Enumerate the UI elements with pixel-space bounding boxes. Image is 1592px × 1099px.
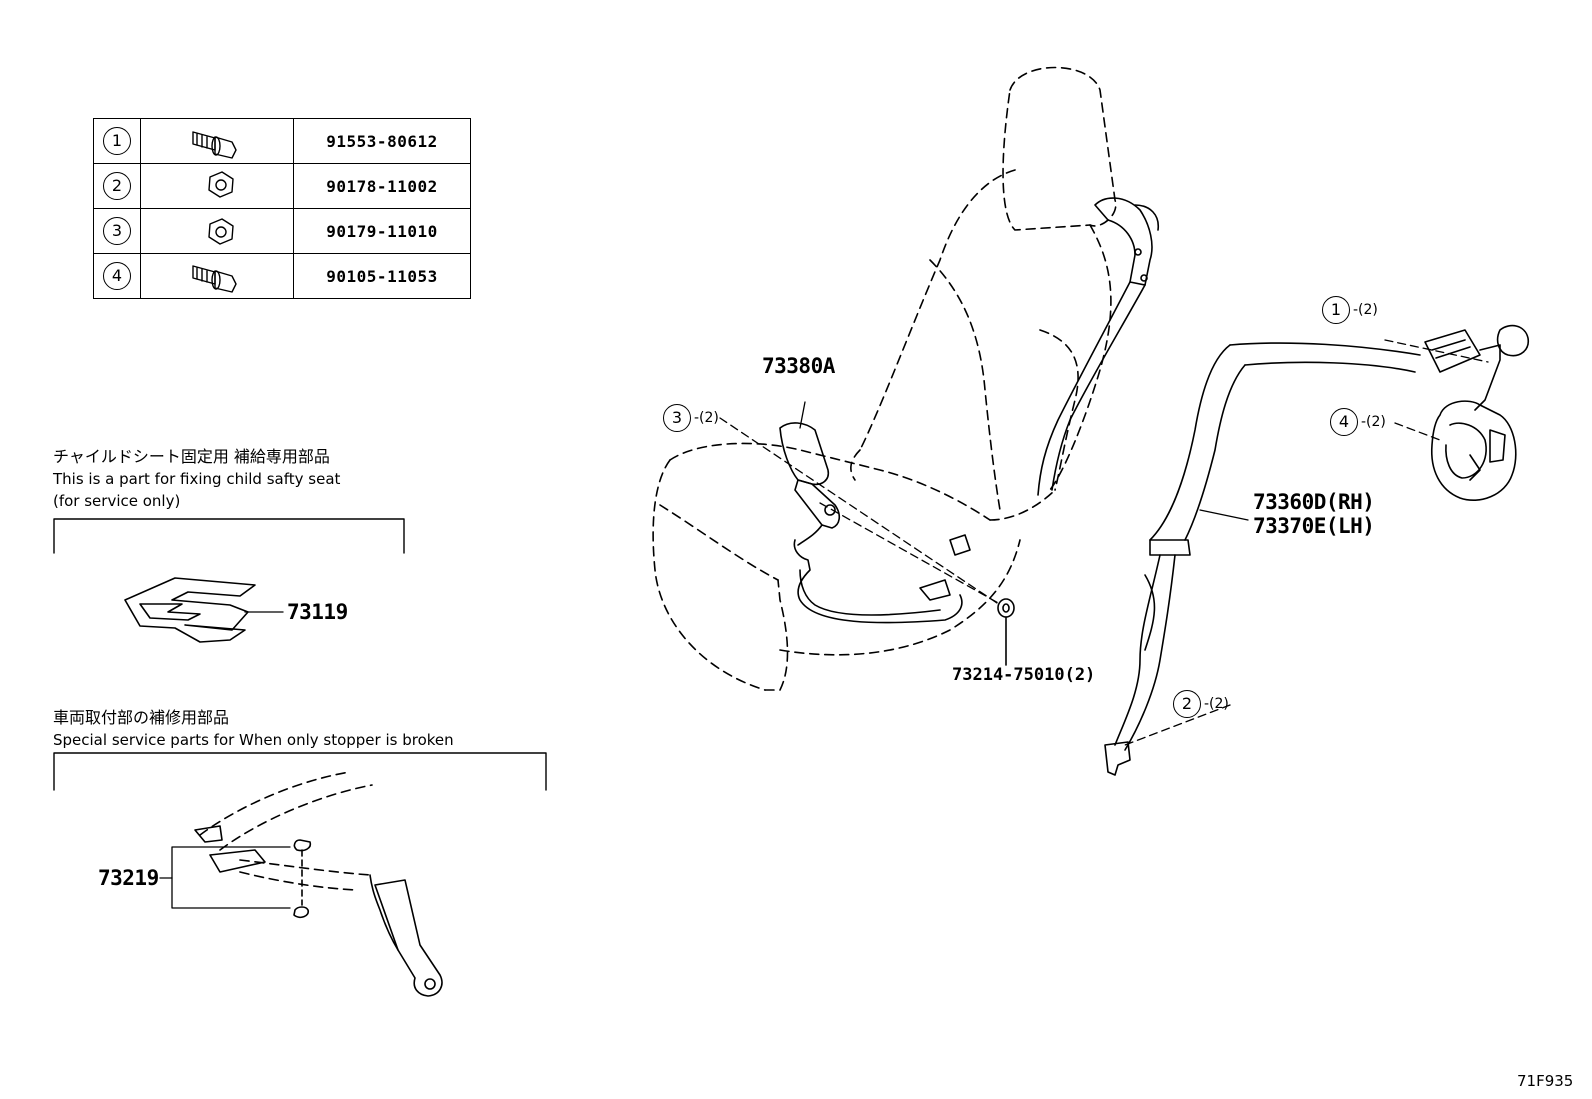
stopper-leader	[159, 846, 291, 909]
note-en-line1: This is a part for fixing child safty se…	[53, 470, 341, 488]
stopper-assembly	[194, 771, 443, 997]
note-en: Special service parts for When only stop…	[53, 731, 454, 749]
part-number[interactable]: 90105-11053	[293, 253, 471, 299]
hex-nut-icon	[140, 208, 294, 254]
washer	[997, 598, 1015, 618]
part-label-buckle[interactable]: 73380A	[762, 354, 835, 378]
note-jp: 車両取付部の補修用部品	[53, 708, 230, 727]
ref-number: 1	[103, 127, 131, 155]
ref-qty-3: -(2)	[694, 410, 719, 426]
ref-callout-2: 2	[1173, 690, 1201, 718]
part-label-belt-rh[interactable]: 73360D(RH)	[1253, 490, 1375, 514]
note-jp: チャイルドシート固定用 補給専用部品	[53, 447, 330, 466]
ref-callout-4: 4	[1330, 408, 1358, 436]
note-brackets	[53, 518, 547, 791]
part-number[interactable]: 90178-11002	[293, 163, 471, 209]
bolt-washer-icon	[140, 253, 294, 299]
seat-outline	[652, 66, 1117, 691]
ref-number: 3	[103, 217, 131, 245]
part-number[interactable]: 90179-11010	[293, 208, 471, 254]
part-number[interactable]: 91553-80612	[293, 118, 471, 164]
stopper-note: 車両取付部の補修用部品 Special service parts for Wh…	[53, 707, 454, 751]
note-en-line2: (for service only)	[53, 492, 181, 510]
ref-number: 4	[103, 262, 131, 290]
outer-belt	[1104, 324, 1530, 776]
part-label-73219[interactable]: 73219	[98, 866, 159, 890]
ref-qty-4: -(2)	[1361, 414, 1386, 430]
ref-callout-3: 3	[663, 404, 691, 432]
table-row: 2 90178-11002	[93, 163, 471, 209]
belt-guide	[1037, 197, 1160, 496]
part-label-belt-lh[interactable]: 73370E(LH)	[1253, 514, 1375, 538]
bolt-washer-icon	[140, 118, 294, 164]
buckle-assembly	[779, 422, 971, 624]
figure-id: 71F935	[1517, 1072, 1574, 1090]
ref-callout-1: 1	[1322, 296, 1350, 324]
table-row: 4 90105-11053	[93, 253, 471, 299]
ref-number: 2	[103, 172, 131, 200]
child-seat-plate	[124, 577, 256, 643]
child-seat-note: チャイルドシート固定用 補給専用部品 This is a part for fi…	[53, 446, 340, 512]
table-row: 3 90179-11010	[93, 208, 471, 254]
ref-qty-2: -(2)	[1204, 696, 1229, 712]
ref-qty-1: -(2)	[1353, 302, 1378, 318]
table-row: 1 91553-80612	[93, 118, 471, 164]
leader-lines	[719, 339, 1489, 746]
part-label-washer[interactable]: 73214-75010(2)	[952, 665, 1096, 685]
hex-nut-icon	[140, 163, 294, 209]
fastener-table: 1 91553-80612 2 90178-11002 3 90179-1101…	[93, 118, 471, 299]
part-label-73119[interactable]: 73119	[287, 600, 348, 624]
